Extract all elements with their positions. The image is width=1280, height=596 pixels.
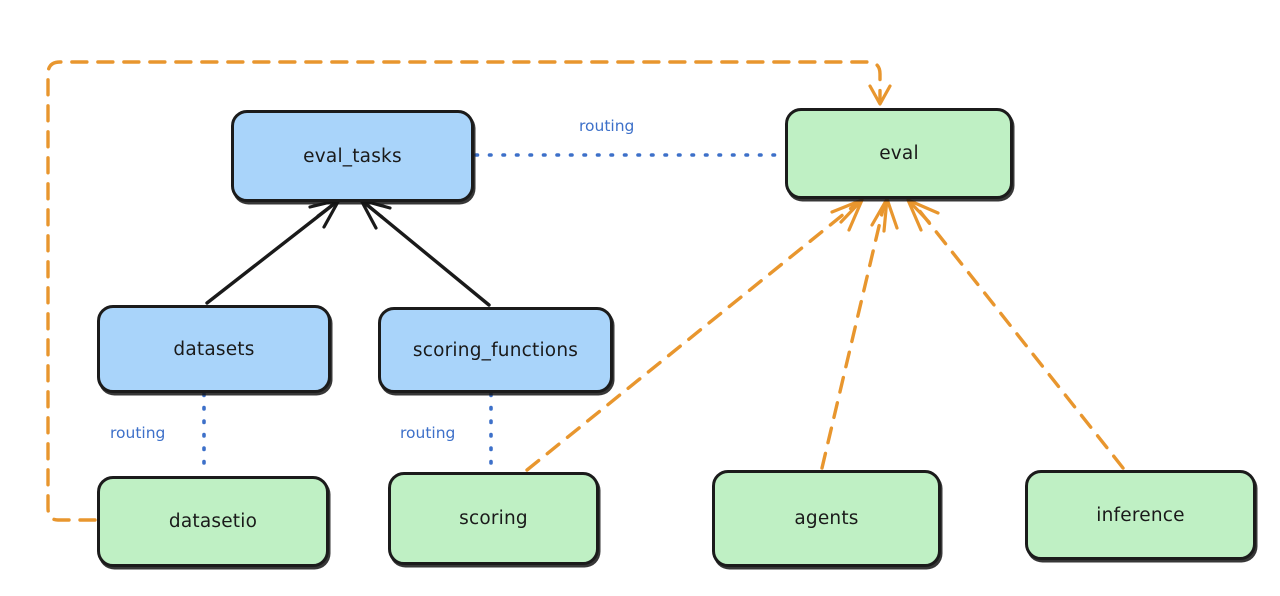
node-datasetio[interactable]: datasetio [97, 476, 329, 567]
edge-datasetio-to-eval [46, 60, 892, 522]
node-label-eval: eval [879, 143, 919, 164]
node-inference[interactable]: inference [1025, 470, 1256, 560]
node-label-inference: inference [1096, 504, 1185, 526]
node-agents[interactable]: agents [712, 470, 941, 567]
edge-agents-to-eval [820, 197, 899, 470]
node-label-datasetio: datasetio [168, 511, 258, 532]
node-eval[interactable]: eval [785, 108, 1013, 199]
edge-label-routing-datasets-datasetio: routing [110, 424, 166, 442]
node-label-scoring-functions: scoring_functions [412, 339, 579, 361]
node-label-scoring: scoring [459, 508, 528, 529]
edge-scoring-functions-to-eval-tasks [359, 198, 491, 307]
edge-datasets-to-eval-tasks [205, 198, 341, 305]
node-datasets[interactable]: datasets [97, 305, 331, 393]
node-scoring-functions[interactable]: scoring_functions [378, 307, 613, 393]
node-label-datasets: datasets [173, 338, 255, 360]
edge-label-routing-scoring-functions-scoring: routing [400, 424, 456, 442]
edge-inference-to-eval [906, 198, 1125, 470]
node-scoring[interactable]: scoring [388, 472, 599, 565]
edge-scoring-to-eval [525, 198, 864, 472]
node-label-agents: agents [794, 508, 859, 529]
edge-label-routing-eval-tasks-eval: routing [579, 117, 635, 135]
node-eval-tasks[interactable]: eval_tasks [231, 110, 474, 202]
node-label-eval-tasks: eval_tasks [303, 145, 402, 167]
